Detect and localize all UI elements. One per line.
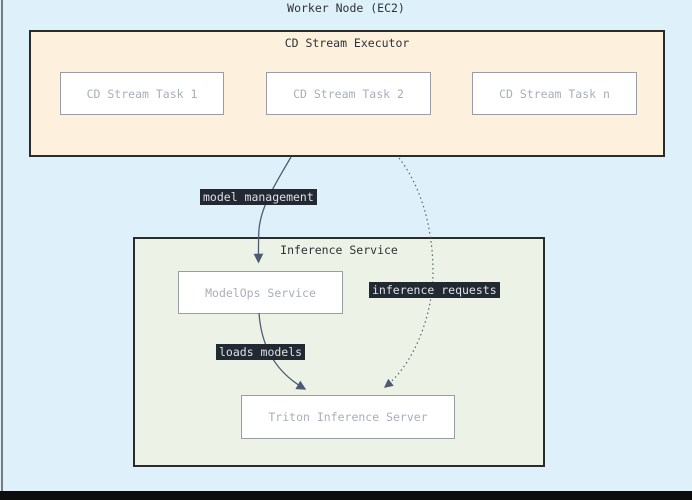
window-bottom-bar xyxy=(0,491,692,500)
node-label: ModelOps Service xyxy=(205,285,316,300)
executor-group-title: CD Stream Executor xyxy=(284,36,410,50)
node-triton-inference-server: Triton Inference Server xyxy=(241,395,455,439)
node-cd-stream-task-2: CD Stream Task 2 xyxy=(266,72,431,115)
node-cd-stream-task-1: CD Stream Task 1 xyxy=(60,72,224,115)
node-label: Triton Inference Server xyxy=(268,410,428,424)
window-left-border xyxy=(1,0,3,492)
executor-group: CD Stream Executor CD Stream Task 1 CD S… xyxy=(29,30,665,157)
inference-service-group-title: Inference Service xyxy=(280,243,398,257)
node-cd-stream-task-n: CD Stream Task n xyxy=(472,72,637,115)
worker-node-title: Worker Node (EC2) xyxy=(287,1,405,15)
node-label: CD Stream Task 2 xyxy=(293,86,404,101)
edge-label-loads-models: loads models xyxy=(216,344,306,360)
edge-label-model-management: model management xyxy=(200,189,317,205)
inference-service-group: Inference Service ModelOps Service Trito… xyxy=(133,237,545,467)
node-label: CD Stream Task n xyxy=(499,86,610,101)
edge-label-inference-requests: inference requests xyxy=(369,282,500,298)
node-label: CD Stream Task 1 xyxy=(86,86,198,101)
node-modelops-service: ModelOps Service xyxy=(178,271,343,314)
